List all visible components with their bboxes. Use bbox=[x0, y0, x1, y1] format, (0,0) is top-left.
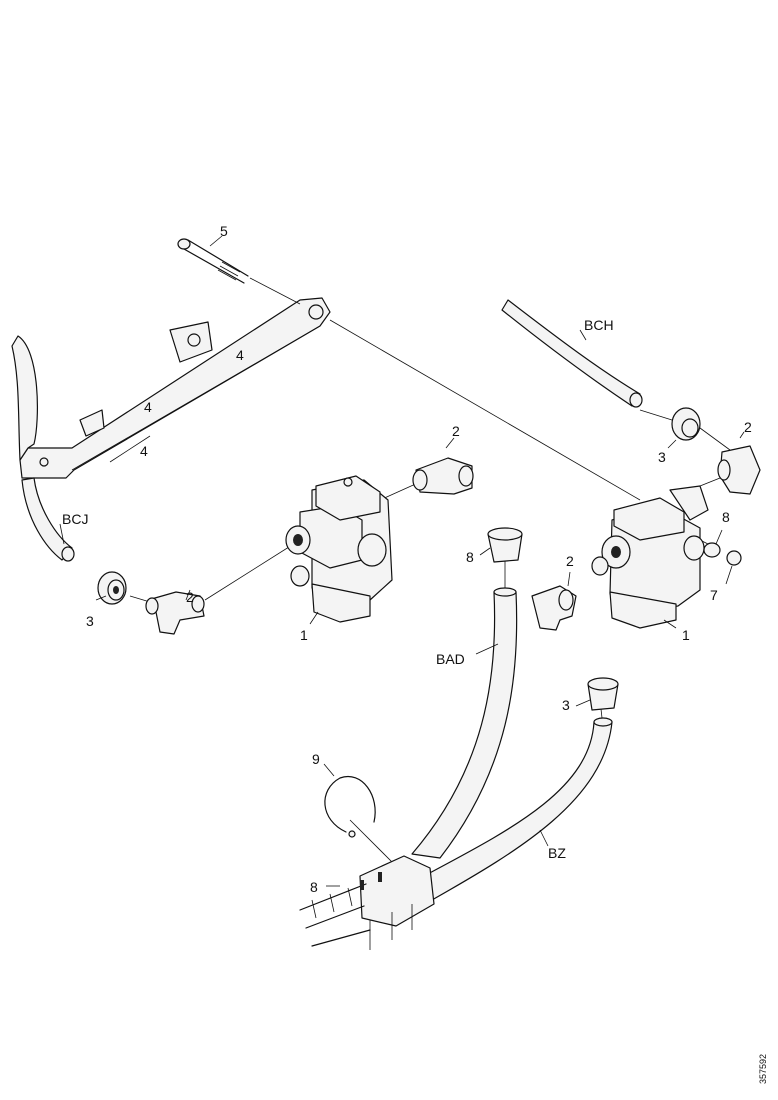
hose-label-bad: BAD bbox=[436, 651, 465, 667]
callout-2-mid: 2 bbox=[566, 553, 574, 569]
drawing-code: 357592 bbox=[758, 1054, 768, 1084]
valve-1-right bbox=[591, 485, 709, 629]
callout-8-bottom: 8 bbox=[310, 879, 318, 895]
elbow-2-top bbox=[412, 457, 474, 495]
fitting-3-bottom bbox=[587, 677, 619, 711]
hose-bcj bbox=[11, 335, 75, 562]
hose-bch bbox=[501, 299, 643, 408]
elbow-2-mid bbox=[531, 585, 577, 631]
bolt-5 bbox=[177, 238, 249, 284]
fitting-8-mid bbox=[487, 527, 523, 563]
callout-2-top: 2 bbox=[452, 423, 460, 439]
callout-1-right: 1 bbox=[682, 627, 690, 643]
hose-label-bcj: BCJ bbox=[62, 511, 88, 527]
callout-8-mid: 8 bbox=[466, 549, 474, 565]
sleeve-8-bottom bbox=[299, 855, 435, 950]
leader-5 bbox=[209, 235, 223, 247]
callout-4-a: 4 bbox=[236, 347, 244, 363]
callout-2-right: 2 bbox=[744, 419, 752, 435]
callout-7: 7 bbox=[710, 587, 718, 603]
callout-4-c: 4 bbox=[140, 443, 148, 459]
plug-8-right bbox=[703, 542, 742, 566]
callout-3-left: 3 bbox=[86, 613, 94, 629]
callout-5: 5 bbox=[220, 223, 228, 239]
bracket-4 bbox=[19, 297, 331, 479]
hose-label-bz: BZ bbox=[548, 845, 566, 861]
callout-2-left: 2 bbox=[186, 589, 194, 605]
elbow-2-left bbox=[145, 591, 205, 635]
clamp-9 bbox=[324, 775, 376, 838]
fitting-3-left bbox=[97, 571, 127, 605]
callout-1-left: 1 bbox=[300, 627, 308, 643]
callout-9: 9 bbox=[312, 751, 320, 767]
callout-3-bottom: 3 bbox=[562, 697, 570, 713]
callout-3-right: 3 bbox=[658, 449, 666, 465]
hose-label-bch: BCH bbox=[584, 317, 614, 333]
assembly-lines bbox=[129, 277, 731, 871]
elbow-2-right bbox=[717, 445, 761, 495]
valve-1-left bbox=[285, 475, 393, 623]
callout-4-b: 4 bbox=[144, 399, 152, 415]
callout-8-right: 8 bbox=[722, 509, 730, 525]
leader-lines bbox=[59, 329, 745, 887]
fitting-3-right bbox=[671, 407, 701, 441]
hose-bad bbox=[411, 587, 518, 859]
